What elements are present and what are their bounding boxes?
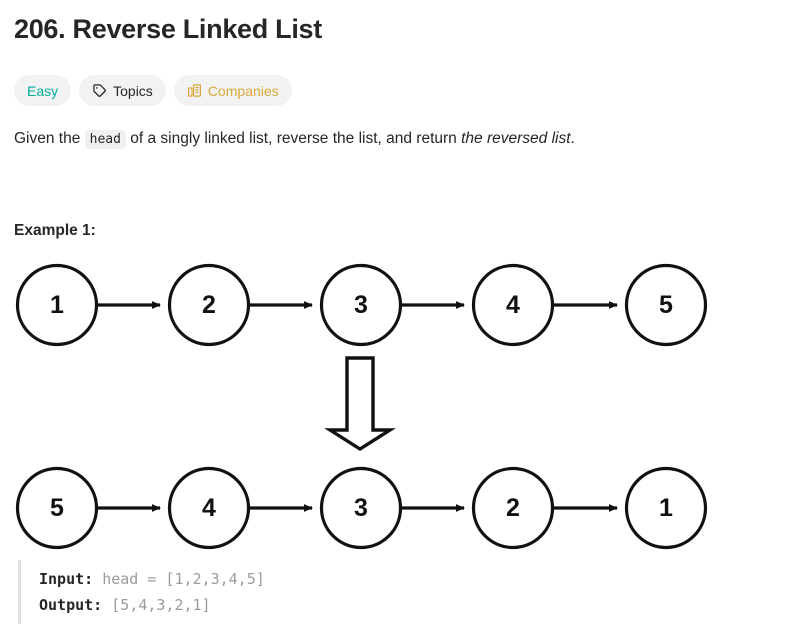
example-input-line: Input: head = [1,2,3,4,5] bbox=[39, 566, 788, 592]
node-top-0-label: 1 bbox=[50, 291, 64, 319]
companies-button-label: Companies bbox=[207, 82, 279, 99]
diagram-row-bottom: 5 4 3 2 1 bbox=[15, 466, 708, 550]
building-icon bbox=[187, 83, 202, 98]
node-bottom-4: 1 bbox=[624, 466, 708, 550]
description-emphasis: the reversed list bbox=[461, 130, 571, 147]
tag-icon bbox=[92, 83, 107, 98]
node-top-2-label: 3 bbox=[354, 291, 368, 319]
node-bottom-3-label: 2 bbox=[506, 494, 520, 522]
topics-button-label: Topics bbox=[113, 82, 153, 99]
input-value: head = [1,2,3,4,5] bbox=[93, 570, 265, 588]
linked-list-diagram: 1 2 3 4 5 bbox=[0, 250, 800, 560]
difficulty-badge-easy[interactable]: Easy bbox=[14, 75, 72, 106]
node-top-2: 3 bbox=[319, 263, 403, 347]
node-bottom-2: 3 bbox=[319, 466, 403, 550]
description-text-1: Given the bbox=[14, 130, 85, 147]
node-top-4-label: 5 bbox=[659, 291, 673, 319]
downward-block-arrow bbox=[324, 356, 396, 452]
node-bottom-0-label: 5 bbox=[50, 494, 64, 522]
example-code-block: Input: head = [1,2,3,4,5] Output: [5,4,3… bbox=[18, 560, 788, 624]
difficulty-badge-label: Easy bbox=[27, 82, 59, 99]
problem-description: Given the head of a singly linked list, … bbox=[14, 128, 575, 151]
diagram-row-top: 1 2 3 4 5 bbox=[15, 263, 708, 347]
node-top-1: 2 bbox=[167, 263, 251, 347]
companies-button[interactable]: Companies bbox=[173, 75, 292, 106]
node-top-4: 5 bbox=[624, 263, 708, 347]
output-value: [5,4,3,2,1] bbox=[102, 596, 211, 614]
description-text-2: of a singly linked list, reverse the lis… bbox=[125, 130, 462, 147]
topics-button[interactable]: Topics bbox=[79, 75, 166, 106]
node-top-3: 4 bbox=[471, 263, 555, 347]
description-text-3: . bbox=[570, 130, 575, 147]
node-top-1-label: 2 bbox=[202, 291, 216, 319]
node-bottom-1-label: 4 bbox=[202, 494, 216, 522]
example-output-line: Output: [5,4,3,2,1] bbox=[39, 592, 788, 618]
node-bottom-0: 5 bbox=[15, 466, 99, 550]
page-title: 206. Reverse Linked List bbox=[14, 14, 322, 44]
example-heading: Example 1: bbox=[14, 222, 96, 239]
node-bottom-4-label: 1 bbox=[659, 494, 673, 522]
output-label: Output: bbox=[39, 596, 103, 614]
input-label: Input: bbox=[39, 570, 94, 588]
inline-code-head: head bbox=[84, 130, 126, 149]
node-bottom-2-label: 3 bbox=[354, 494, 368, 522]
node-bottom-1: 4 bbox=[167, 466, 251, 550]
node-top-0: 1 bbox=[15, 263, 99, 347]
node-bottom-3: 2 bbox=[471, 466, 555, 550]
linked-list-svg: 1 2 3 4 5 bbox=[15, 263, 708, 550]
badge-row: Easy Topics Companies bbox=[14, 75, 292, 106]
node-top-3-label: 4 bbox=[506, 291, 520, 319]
